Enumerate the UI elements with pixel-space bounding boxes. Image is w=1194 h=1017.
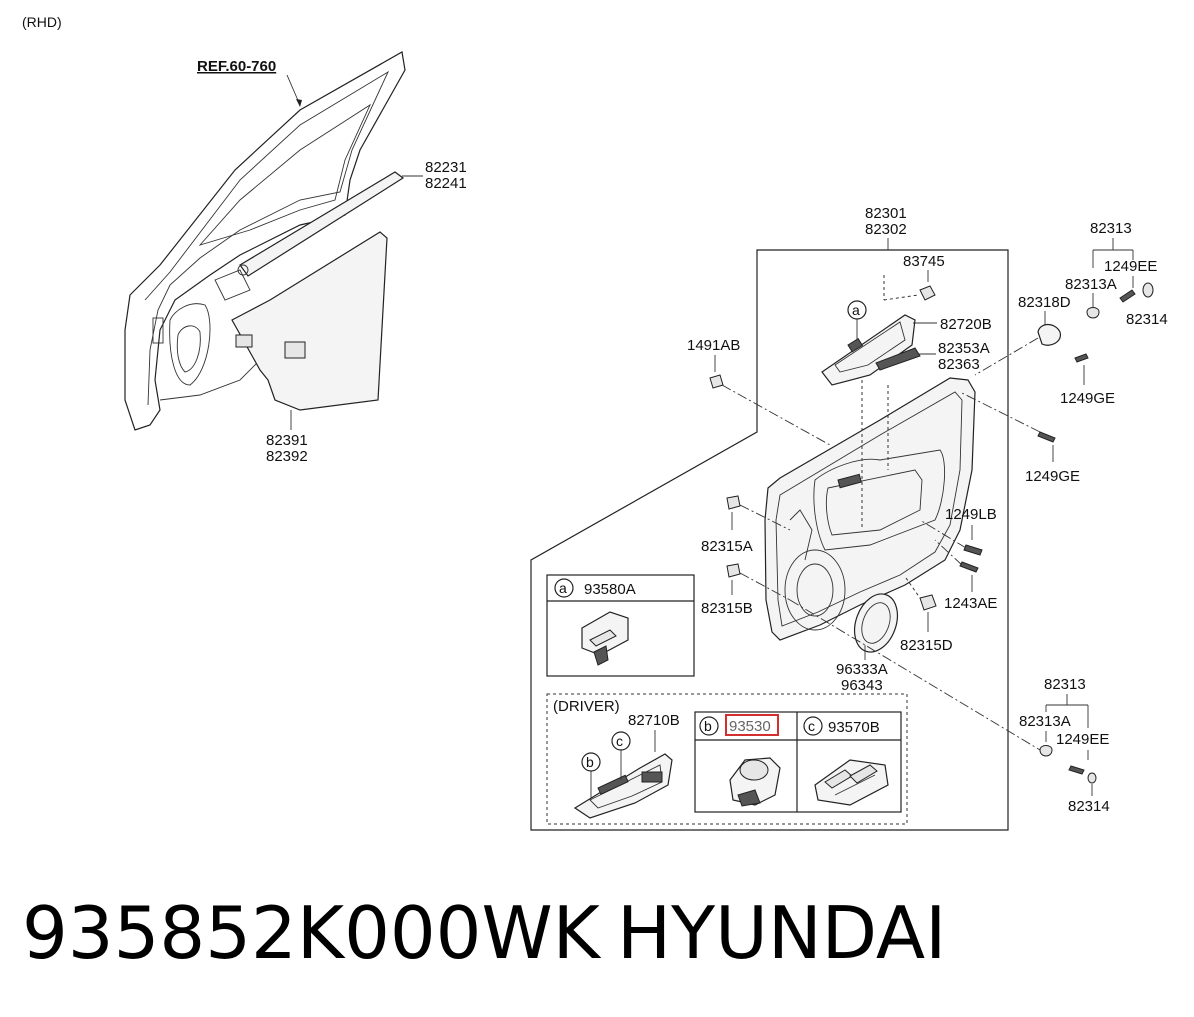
label-82392: 82392 (266, 448, 308, 465)
pull-cup-82318D-drawing (1037, 323, 1062, 346)
label-82313-bot: 82313 (1044, 676, 1086, 693)
label-1249EE-bot: 1249EE (1056, 731, 1109, 748)
label-96333A: 96333A (836, 661, 888, 678)
detail-bc-table: b 93530 c 93570B (694, 711, 902, 813)
label-82314-bot: 82314 (1068, 798, 1110, 815)
label-82241: 82241 (425, 175, 467, 192)
driver-bezel-drawing (573, 753, 673, 819)
label-82315B: 82315B (701, 600, 753, 617)
label-82313A-top: 82313A (1065, 276, 1117, 293)
highlight-93530 (725, 714, 779, 736)
grommet-82313A-bot-drawing (1039, 745, 1053, 757)
clip-82315A-drawing (726, 495, 741, 510)
label-1249LB: 1249LB (945, 506, 997, 523)
cap-82314-bot-drawing (1087, 772, 1097, 784)
clip-1491AB-drawing (709, 374, 724, 389)
cell-b-part: 93530 (729, 718, 771, 735)
label-82231: 82231 (425, 159, 467, 176)
label-82353A: 82353A (938, 340, 990, 357)
footer-band (0, 848, 1194, 1017)
detail-a-letter: a (559, 580, 567, 596)
window-switch-93570B-drawing (814, 759, 889, 806)
label-1243AE: 1243AE (944, 595, 997, 612)
clip-82315B-drawing (726, 563, 741, 578)
cap-82314-top-drawing (1142, 282, 1154, 298)
cell-b-letter: b (704, 718, 712, 734)
switch-93580A-drawing (581, 611, 629, 666)
label-1249GE-1: 1249GE (1060, 390, 1115, 407)
variant-label: (RHD) (22, 14, 62, 30)
clip-82315D-drawing (919, 594, 937, 611)
door-seal-panel-drawing (231, 231, 388, 411)
screw-1243AE-drawing (959, 561, 979, 573)
label-82302: 82302 (865, 221, 907, 238)
switch-bezel-drawing (821, 314, 916, 386)
grommet-82313A-top-drawing (1086, 307, 1100, 319)
mirror-switch-93530-drawing (729, 757, 781, 807)
label-82720B: 82720B (940, 316, 992, 333)
label-1249EE-top: 1249EE (1104, 258, 1157, 275)
cell-c-letter: c (808, 718, 815, 734)
label-82313-top: 82313 (1090, 220, 1132, 237)
label-82314-top: 82314 (1126, 311, 1168, 328)
screw-1249GE-1-drawing (1074, 353, 1089, 363)
clip-83745-drawing (919, 285, 936, 301)
screw-1249GE-2-drawing (1037, 431, 1056, 443)
door-trim-panel-drawing (764, 377, 976, 641)
door-frame-drawing (124, 51, 406, 431)
label-96343: 96343 (841, 677, 883, 694)
label-82363: 82363 (938, 356, 980, 373)
label-83745: 83745 (903, 253, 945, 270)
label-82315D: 82315D (900, 637, 953, 654)
callout-a-main-letter: a (852, 302, 860, 318)
label-82315A: 82315A (701, 538, 753, 555)
detail-a-box: a 93580A (546, 574, 695, 677)
label-82301: 82301 (865, 205, 907, 222)
speaker-grille-drawing (853, 593, 899, 653)
driver-title: (DRIVER) (553, 698, 620, 715)
reflector-drawing (875, 347, 921, 371)
callout-c-letter: c (616, 733, 623, 749)
belt-weatherstrip-drawing (237, 171, 405, 277)
cell-c-part: 93570B (828, 719, 880, 736)
screw-1249LB-drawing (963, 544, 983, 556)
footer-brand: HYUNDAI (617, 891, 946, 975)
label-82318D: 82318D (1018, 294, 1071, 311)
screw-1249EE-top-drawing (1119, 289, 1136, 303)
label-82313A-bot: 82313A (1019, 713, 1071, 730)
label-1491AB: 1491AB (687, 337, 740, 354)
main-assembly-outline (530, 249, 1009, 831)
screw-1249EE-bot-drawing (1068, 765, 1085, 775)
detail-a-part: 93580A (584, 581, 636, 598)
callout-b-letter: b (586, 754, 594, 770)
driver-box (546, 693, 908, 825)
footer-part-number: 935852K000WK (22, 891, 602, 975)
label-1249GE-2: 1249GE (1025, 468, 1080, 485)
driver-part-82710B: 82710B (628, 712, 680, 729)
label-82391: 82391 (266, 432, 308, 449)
ref-label: REF.60-760 (197, 58, 276, 75)
